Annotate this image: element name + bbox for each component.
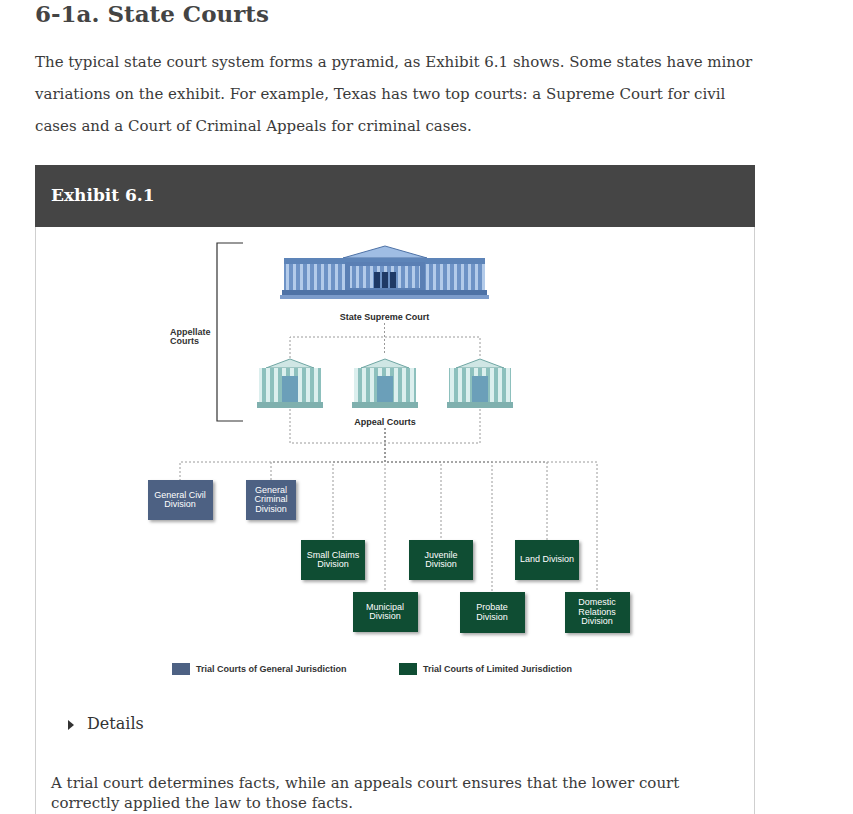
court-connector	[333, 428, 385, 540]
general-court-box: General Civil Division	[148, 480, 213, 520]
node-label: Probate Division	[464, 603, 521, 622]
limited-court-box: Small Claims Division	[301, 540, 365, 580]
legend-entry: Trial Courts of General Jurisdiction	[172, 663, 347, 675]
section-title: 6-1a. State Courts	[35, 0, 269, 27]
legend-text: Trial Courts of General Jurisdiction	[196, 664, 347, 674]
node-label: Appeal Courts	[255, 417, 515, 428]
details-toggle: Details	[87, 714, 144, 733]
appeal-courts: Appeal Courts	[255, 355, 515, 428]
exhibit-heading: Exhibit 6.1	[51, 185, 155, 205]
limited-court-box: Juvenile Division	[409, 540, 473, 580]
supreme-court: State Supreme Court	[282, 245, 487, 323]
bracket	[217, 243, 243, 421]
node-label: General Criminal Division	[250, 486, 292, 515]
node-label: Domestic Relations Division	[569, 598, 626, 627]
court-connector	[180, 428, 385, 480]
court-connector	[385, 428, 547, 540]
court-connector	[385, 428, 441, 540]
legend-entry: Trial Courts of Limited Jurisdiction	[399, 663, 572, 675]
tier-label: Appellate Courts	[170, 328, 214, 346]
node-label: State Supreme Court	[282, 312, 487, 323]
legend-text: Trial Courts of Limited Jurisdiction	[423, 664, 572, 674]
node-label: General Civil Division	[152, 491, 209, 510]
appeal-court-buildings	[257, 359, 513, 408]
legend-swatch	[399, 663, 417, 675]
court-connector	[271, 428, 385, 480]
node-label: Small Claims Division	[305, 551, 361, 570]
legend-swatch	[172, 663, 190, 675]
body-paragraph: The typical state court system forms a p…	[35, 46, 755, 142]
court-connector	[384, 323, 385, 355]
body-paragraph: A trial court determines facts, while an…	[51, 773, 751, 813]
node-label: Municipal Division	[357, 603, 414, 622]
limited-court-box: Municipal Division	[353, 592, 418, 632]
limited-court-box: Domestic Relations Division	[565, 592, 630, 633]
limited-court-box: Probate Division	[460, 592, 525, 633]
node-label: Land Division	[520, 555, 574, 565]
court-connector	[385, 428, 597, 592]
details-toggle-icon	[68, 720, 74, 730]
general-court-box: General Criminal Division	[246, 480, 296, 520]
supreme-court-building	[280, 246, 489, 299]
court-connector	[385, 428, 492, 592]
node-label: Juvenile Division	[413, 551, 469, 570]
limited-court-box: Land Division	[515, 540, 579, 580]
